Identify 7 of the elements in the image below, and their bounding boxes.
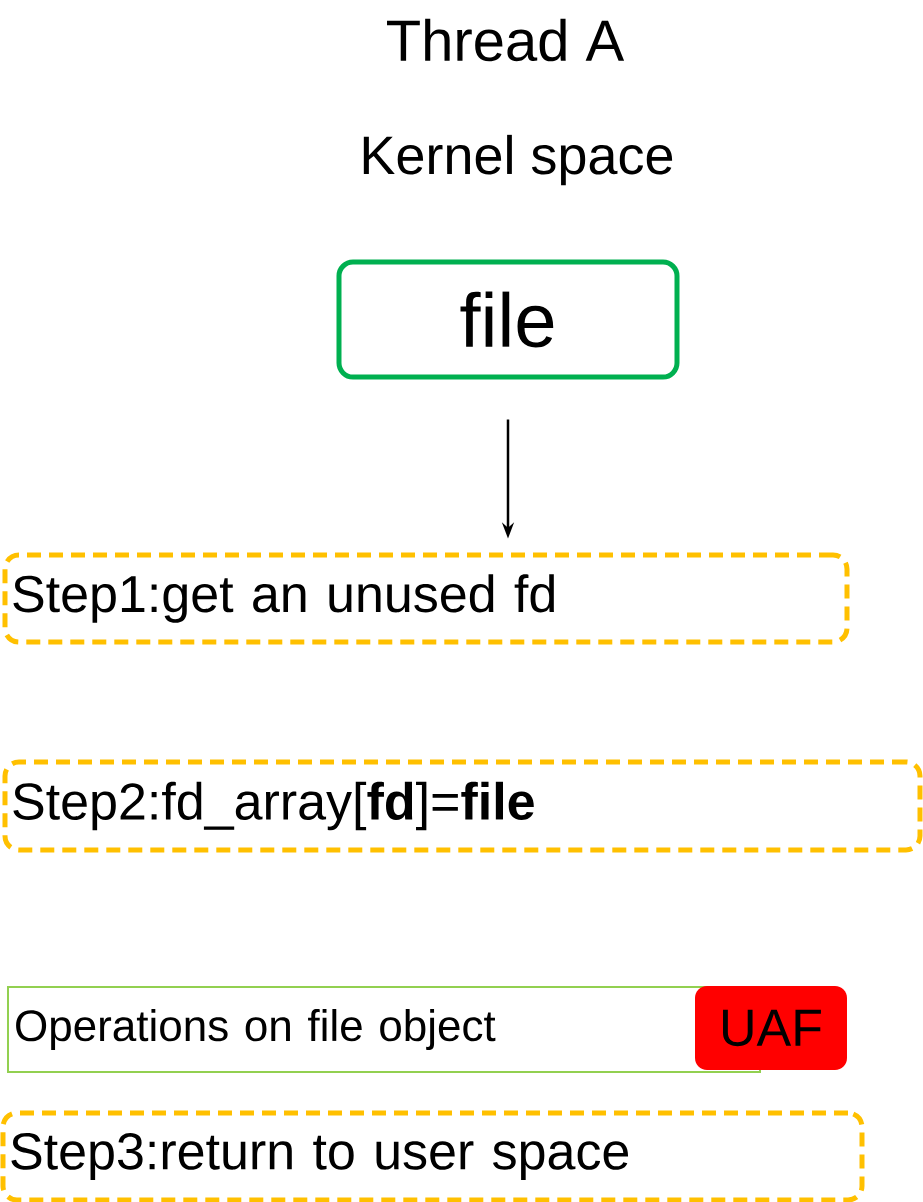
object-box: file bbox=[336, 259, 680, 380]
title: Thread A bbox=[387, 18, 625, 62]
heading: Kernel space bbox=[363, 134, 673, 186]
step-box: Step1:get an unused fd bbox=[2, 552, 850, 645]
step-box: Step2:fd_array[fd]=file bbox=[2, 759, 923, 853]
step-box: Step3:return to user space bbox=[0, 1110, 865, 1202]
warning-badge: UAF bbox=[695, 986, 847, 1070]
